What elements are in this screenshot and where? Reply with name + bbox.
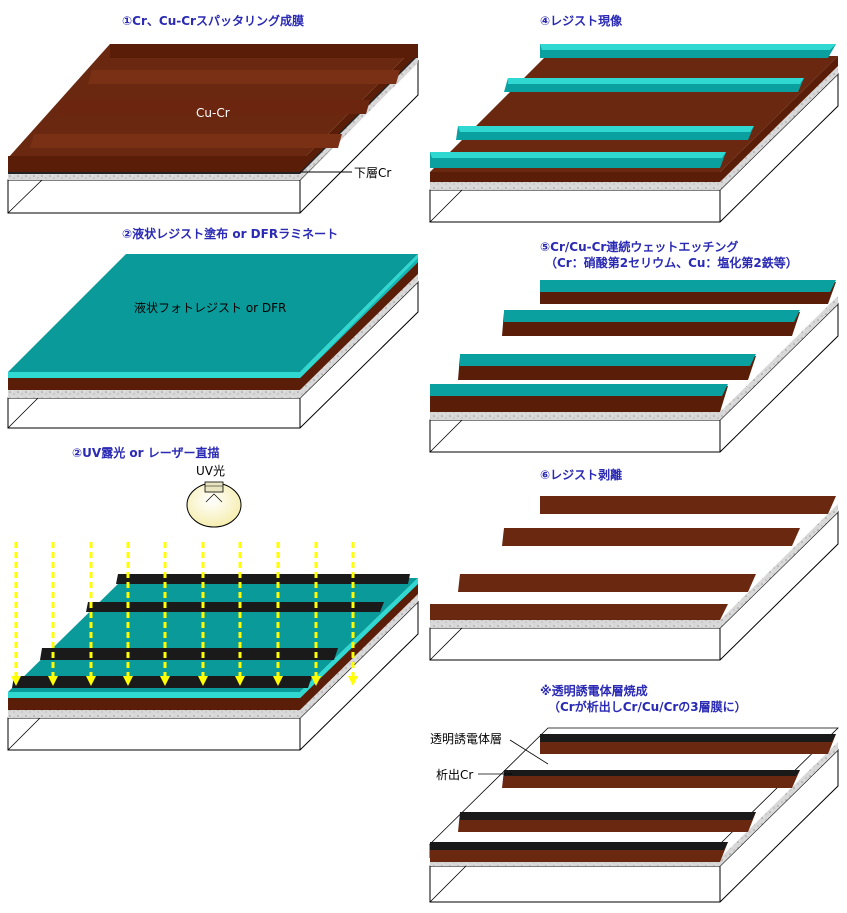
under-cr-label: 下層Cr: [354, 166, 392, 180]
panel5-title: ⑤Cr/Cu-Cr連続ウェットエッチング: [540, 240, 739, 254]
panel7-subtitle: （Crが析出しCr/Cu/Crの3層膜に）: [548, 700, 747, 714]
uv-arrow-head: [160, 676, 170, 686]
uv-arrow-head: [48, 676, 58, 686]
panel7-title: ※透明誘電体層焼成: [540, 684, 648, 698]
uv-arrow-head: [348, 676, 358, 686]
uv-arrow-head: [11, 676, 21, 686]
uv-arrow-head: [86, 676, 96, 686]
deposited-cr-label: 析出Cr: [436, 768, 474, 782]
panel1-title: ①Cr、Cu-Crスパッタリング成膜: [122, 14, 304, 28]
uv-arrows: [11, 542, 358, 686]
cu-cr-label: Cu-Cr: [196, 106, 230, 120]
panel3-diagram: [7, 481, 419, 751]
uv-arrow-head: [198, 676, 208, 686]
panel4-title: ④レジスト現像: [540, 14, 623, 28]
panel2-diagram: [7, 254, 419, 429]
uv-arrow-head: [235, 676, 245, 686]
resist-label: 液状フォトレジスト or DFR: [134, 301, 287, 315]
dielectric-label: 透明誘電体層: [430, 732, 503, 746]
uv-arrow-head: [123, 676, 133, 686]
uv-light-label: UV光: [196, 464, 225, 478]
panel1-diagram: [7, 44, 419, 214]
panel5-subtitle: （Cr：硝酸第2セリウム、Cu：塩化第2鉄等）: [545, 256, 798, 270]
panel6-diagram: [429, 496, 839, 661]
panel2-title: ②液状レジスト塗布 or DFRラミネート: [122, 227, 339, 241]
uv-arrow-head: [273, 676, 283, 686]
uv-arrow-head: [311, 676, 321, 686]
panel7-diagram: [429, 727, 839, 903]
panel3-title: ②UV露光 or レーザー直描: [72, 446, 220, 460]
panel4-diagram: [429, 44, 839, 223]
panel5-diagram: [429, 280, 839, 453]
panel6-title: ⑥レジスト剥離: [540, 468, 623, 482]
